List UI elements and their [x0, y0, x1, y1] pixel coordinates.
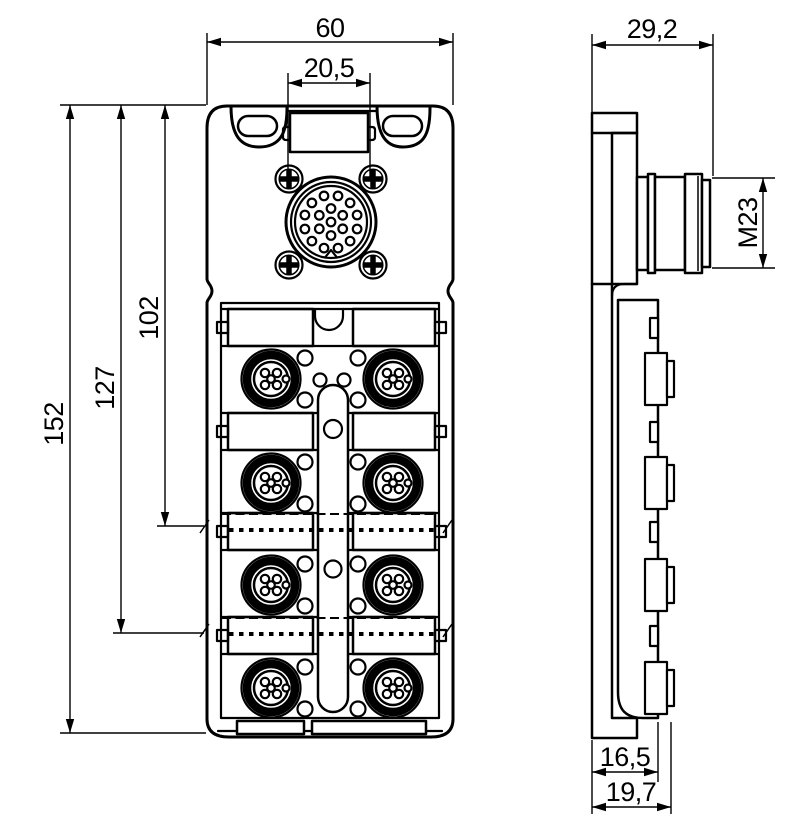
dim-label-102: 102: [134, 296, 164, 340]
led: [349, 555, 367, 573]
side-mounting-plate: [590, 111, 639, 740]
center-hole: [336, 372, 352, 388]
flange-screw: [360, 252, 387, 279]
dim-label-19-7: 19,7: [606, 777, 657, 807]
led: [296, 349, 314, 367]
flange-screw: [276, 252, 303, 279]
shroud-tab-left: [281, 125, 292, 142]
connector-shroud: [288, 111, 370, 154]
m12-socket: [242, 659, 301, 718]
led: [296, 597, 314, 615]
dim-total-depth: 19,7: [592, 722, 672, 814]
dim-screw-pitch: 20,5: [287, 53, 371, 178]
dim-label-29-2: 29,2: [627, 14, 678, 44]
led: [296, 495, 314, 513]
flange-screw: [360, 166, 387, 193]
m12-socket: [364, 659, 423, 718]
mounting-slot-right: [381, 114, 424, 138]
m23-pins: [299, 190, 363, 254]
front-view: [199, 104, 455, 739]
led: [349, 349, 367, 367]
side-label-tab: [648, 624, 660, 648]
dim-height-127: 127: [90, 105, 126, 633]
led: [296, 700, 314, 718]
dim-label-m23: M23: [733, 197, 763, 248]
m12-socket: [242, 454, 301, 513]
dim-label-127: 127: [90, 366, 120, 410]
dim-m23: M23: [712, 177, 775, 269]
led: [349, 597, 367, 615]
m12-socket: [242, 556, 301, 615]
side-head-corner: [610, 282, 639, 298]
dim-side-depth: 29,2: [591, 14, 714, 176]
led: [296, 555, 314, 573]
dim-overall-height: 152: [39, 105, 75, 733]
dim-label-60: 60: [315, 13, 344, 43]
side-m12-bump: [643, 660, 676, 716]
flange-screw: [276, 166, 303, 193]
led: [296, 391, 314, 409]
slot-hole: [322, 418, 344, 440]
led: [349, 391, 367, 409]
m12-socket: [242, 350, 301, 409]
side-label-tab: [648, 316, 660, 340]
m23-connector-side: [635, 172, 712, 275]
led: [296, 658, 314, 676]
m12-socket: [364, 556, 423, 615]
m12-socket: [364, 350, 423, 409]
foot-right: [310, 719, 428, 736]
led: [349, 495, 367, 513]
m23-connector-front: [284, 175, 378, 269]
dim-label-16-5: 16,5: [600, 742, 651, 772]
dim-base-depth: 16,5: [591, 722, 659, 814]
center-notch: [313, 307, 345, 332]
dim-front-width: 60: [206, 13, 454, 105]
side-label-tab: [648, 520, 660, 544]
side-view: [590, 111, 712, 740]
slot-hole: [323, 559, 343, 579]
dim-label-152: 152: [39, 402, 69, 446]
m12-socket: [364, 454, 423, 513]
dim-label-20-5: 20,5: [304, 53, 355, 83]
center-hole: [312, 372, 328, 388]
side-m12-bump: [643, 351, 676, 407]
led: [296, 453, 314, 471]
module-rim: [219, 301, 441, 720]
center-slot: [316, 383, 350, 714]
side-m12-bump: [643, 455, 676, 511]
dimensions: 60 20,5 29,2 M23: [39, 13, 775, 814]
dim-height-102: 102: [134, 105, 170, 526]
foot-left: [235, 719, 306, 736]
break-ticks: [199, 519, 453, 638]
side-label-tab: [648, 420, 660, 444]
led: [349, 658, 367, 676]
shroud-tab-right: [366, 125, 377, 142]
led: [349, 453, 367, 471]
led: [349, 700, 367, 718]
side-m12-bump: [643, 557, 676, 613]
mounting-slot-left: [236, 114, 279, 138]
